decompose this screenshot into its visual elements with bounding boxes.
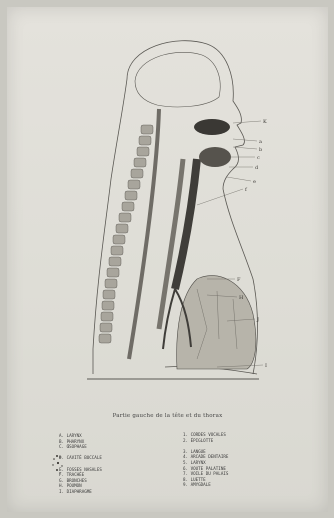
document-page: K a b c d e f F H J I Partie gauche de l…	[7, 7, 328, 512]
plate-letter: J	[256, 317, 259, 323]
legend-right: 1. CORDES VOCALES 2. ÉPIGLOTTE 3. LANGUE…	[183, 432, 228, 488]
legend-row: 9. AMYGDALE	[183, 482, 228, 488]
plate-letter: K	[263, 119, 267, 125]
plate-caption: Partie gauche de la tête et du thorax	[7, 413, 328, 419]
plate-letter: F	[237, 277, 241, 283]
plate-letter: d	[255, 165, 259, 171]
plate-letter: c	[257, 155, 260, 161]
spinal-cord	[129, 109, 159, 359]
legend-row: I. DIAPHRAGME	[59, 489, 102, 495]
plate-letter: e	[253, 179, 256, 185]
plate-letter: I	[265, 363, 267, 369]
plate-letter: a	[259, 139, 262, 145]
nasal-cavity	[194, 119, 230, 135]
lung	[177, 276, 256, 369]
legend-row: D. CAVITÉ BUCCALE	[59, 455, 102, 461]
oral-cavity	[199, 147, 231, 167]
legend-left: A. LARYNX B. PHARYNX C. ŒSOPHAGE D. CAVI…	[59, 433, 102, 495]
spinal-column	[99, 125, 153, 343]
plate-letter: f	[245, 187, 248, 193]
plate-letter: b	[259, 147, 262, 153]
plate-letter: H	[239, 295, 244, 301]
anatomical-plate: K a b c d e f F H J I	[47, 29, 287, 389]
brain-outline	[135, 52, 220, 107]
